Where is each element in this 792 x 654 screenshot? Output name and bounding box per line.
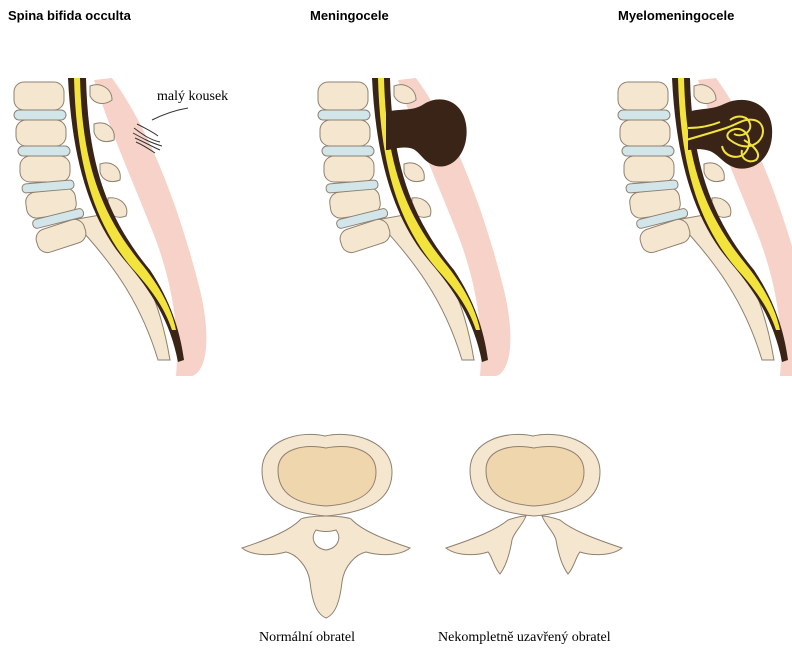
spine-diagram-meningocele xyxy=(318,78,510,376)
vertebra-incomplete xyxy=(446,434,622,574)
vertebral-arch-right-half xyxy=(542,516,622,574)
spine-diagram-myelomeningocele xyxy=(618,78,792,376)
spine-diagram-occulta xyxy=(14,78,206,376)
caption-incomplete-vertebra: Nekompletně uzavřený obratel xyxy=(438,630,611,646)
vertebral-arch-left-half xyxy=(446,516,526,574)
vertebral-arch-normal xyxy=(242,516,410,618)
vertebral-body xyxy=(486,447,584,506)
caption-normal-vertebra: Normální obratel xyxy=(259,630,355,646)
annotation-label: malý kousek xyxy=(157,89,228,105)
myelomeningeal-sac xyxy=(688,100,772,169)
vertebral-body xyxy=(278,447,376,506)
vertebra-normal xyxy=(242,434,410,618)
annotation-leader-line xyxy=(152,108,188,120)
